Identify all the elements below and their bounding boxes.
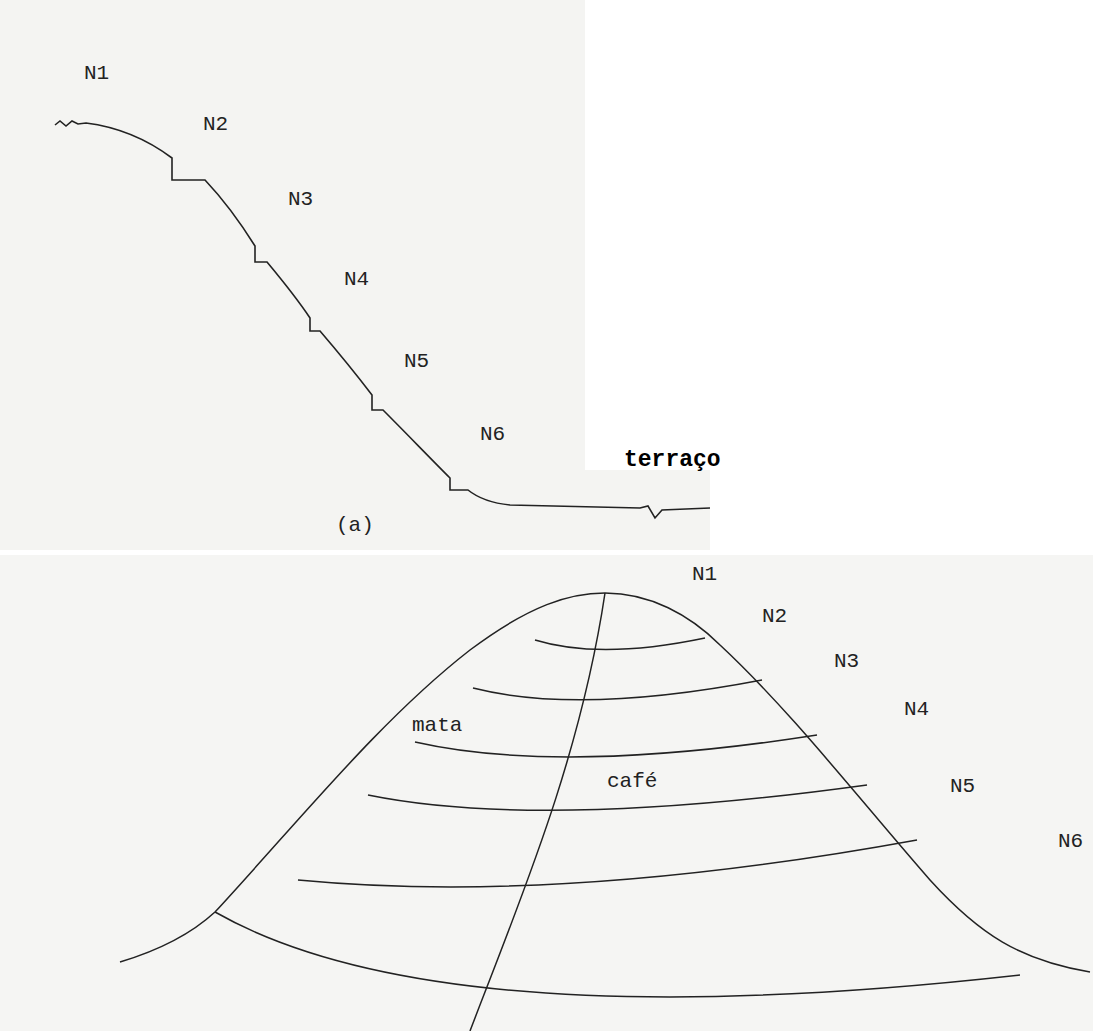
meridian-line bbox=[470, 593, 605, 1031]
contour-line bbox=[415, 735, 817, 757]
scan-ground bbox=[0, 0, 585, 470]
level-label: N4 bbox=[344, 268, 369, 291]
level-label: N2 bbox=[203, 113, 228, 136]
contour-line bbox=[298, 840, 917, 887]
level-label: N3 bbox=[288, 188, 313, 211]
hill-outline bbox=[120, 593, 1090, 972]
level-label: N3 bbox=[834, 650, 859, 673]
area-label: café bbox=[607, 770, 657, 793]
figure-label: (a) bbox=[336, 514, 374, 537]
slope-profile bbox=[55, 121, 710, 518]
level-label: N1 bbox=[692, 563, 717, 586]
area-label: mata bbox=[412, 714, 462, 737]
scan-ground bbox=[0, 555, 1093, 1031]
level-label: N5 bbox=[404, 350, 429, 373]
contour-line bbox=[215, 912, 1020, 997]
level-label: N6 bbox=[480, 423, 505, 446]
level-label: N2 bbox=[762, 605, 787, 628]
contour-line bbox=[473, 680, 762, 700]
level-label: N1 bbox=[84, 62, 109, 85]
contour-line bbox=[535, 638, 705, 650]
level-label: N5 bbox=[950, 775, 975, 798]
hill-sketch bbox=[120, 593, 1090, 1031]
scan-ground bbox=[0, 470, 710, 550]
terrace-label: terraço bbox=[624, 448, 721, 473]
level-label: N6 bbox=[1058, 830, 1083, 853]
level-label: N4 bbox=[904, 698, 929, 721]
